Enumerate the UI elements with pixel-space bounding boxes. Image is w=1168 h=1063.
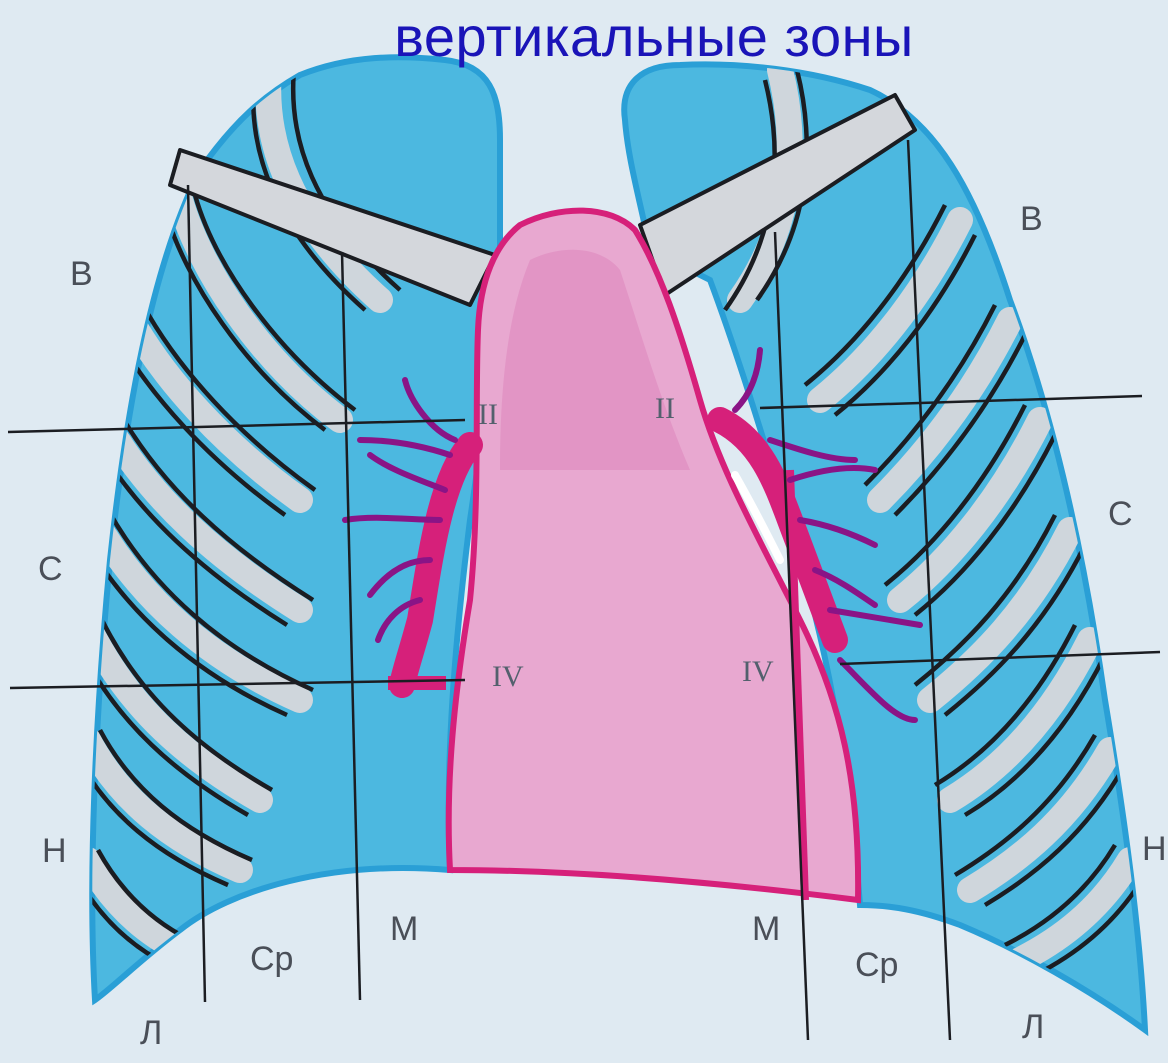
- zone-left-lower: Н: [42, 832, 67, 871]
- line-right-lateral: Л: [1022, 1008, 1044, 1047]
- zone-right-lower: Н: [1142, 830, 1167, 869]
- rib-marker-right-iv: IV: [742, 655, 774, 689]
- rib-marker-left-iv: IV: [492, 660, 524, 694]
- zone-left-middle: С: [38, 550, 63, 589]
- line-right-midclavicular: Ср: [855, 946, 898, 985]
- page-title: вертикальные зоны: [0, 4, 1168, 69]
- rib-marker-left-ii: II: [478, 398, 498, 432]
- zone-left-upper: В: [70, 255, 93, 294]
- line-left-medial: М: [390, 910, 418, 949]
- zone-right-middle: С: [1108, 495, 1133, 534]
- zone-right-upper: В: [1020, 200, 1043, 239]
- line-left-midclavicular: Ср: [250, 940, 293, 979]
- line-left-lateral: Л: [140, 1014, 162, 1053]
- line-right-medial: М: [752, 910, 780, 949]
- rib-marker-right-ii: II: [655, 392, 675, 426]
